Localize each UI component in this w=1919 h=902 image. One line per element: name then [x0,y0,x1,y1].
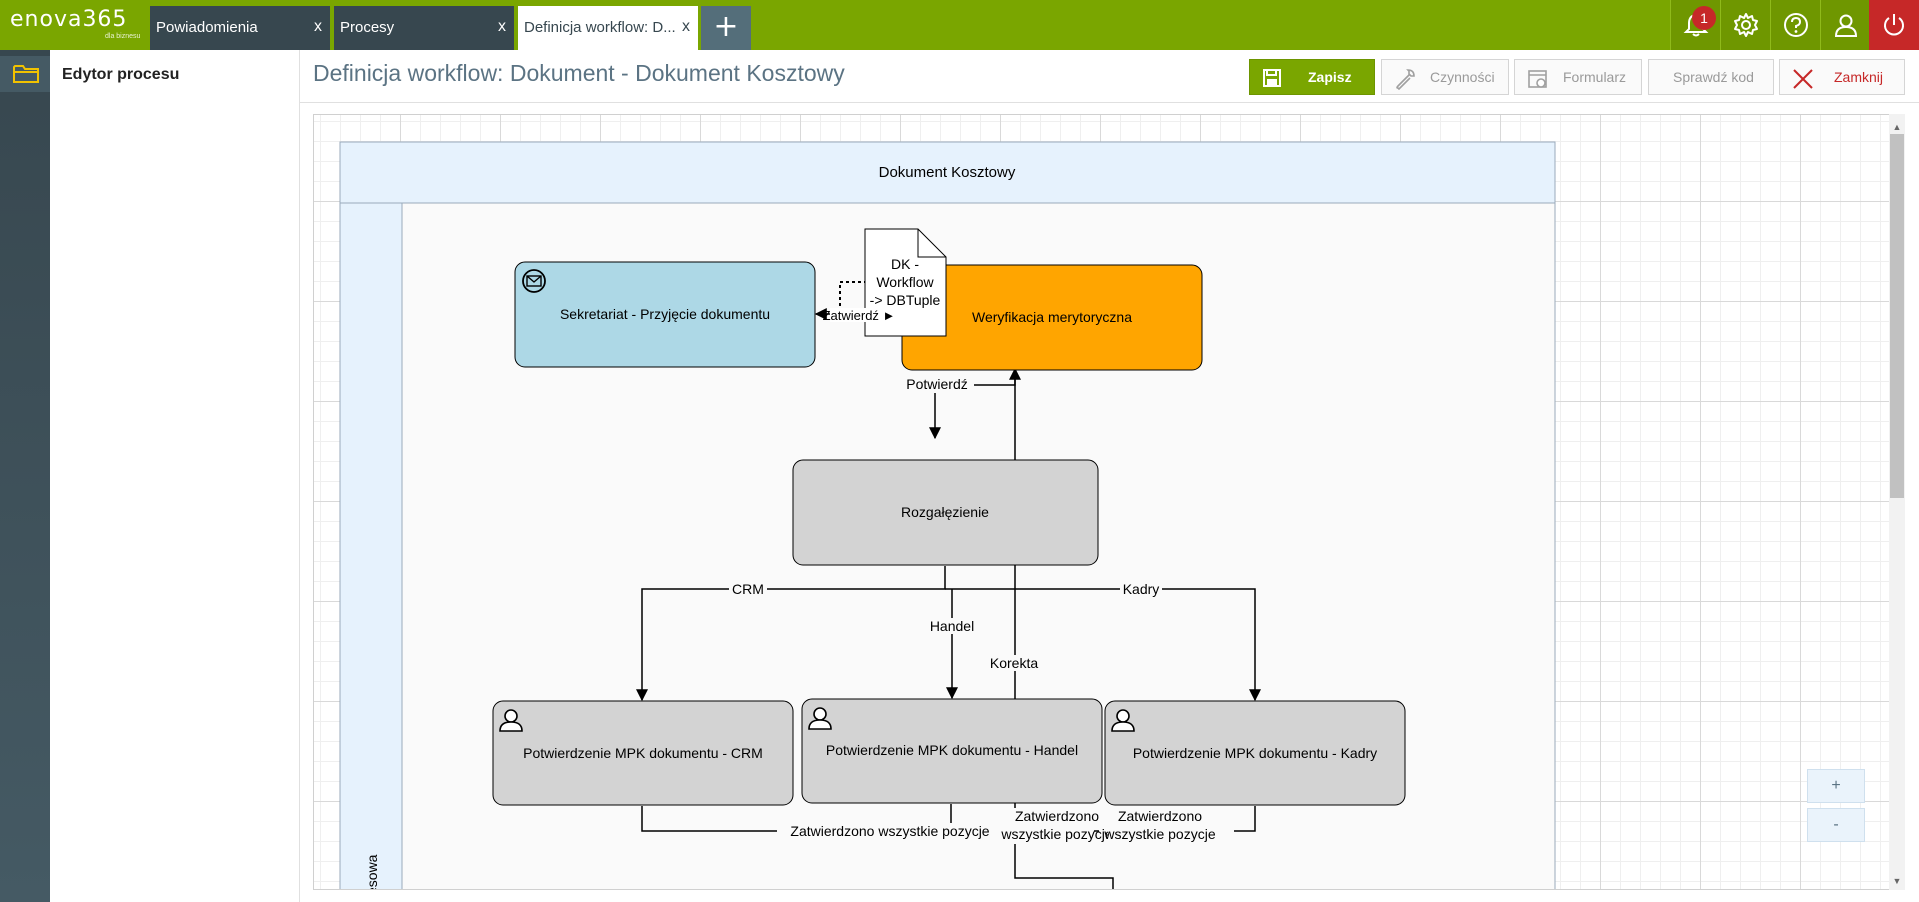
task-hr[interactable] [1104,700,1406,806]
note-line-1: DK - [891,256,919,272]
page-title: Definicja workflow: Dokument - Dokument … [313,60,845,86]
tab-close-button[interactable]: x [682,18,690,35]
lane-label: esowa [364,854,380,890]
notification-badge: 1 [1692,6,1716,30]
lane-header[interactable] [339,202,403,890]
form-button[interactable]: Formularz [1514,59,1642,95]
tab-close-button[interactable]: x [498,18,506,35]
check-code-label: Sprawdź kod [1673,69,1754,85]
task-secretariat-label: Sekretariat - Przyjęcie dokumentu [560,306,770,322]
approved-all-label: Zatwierdzono wszystkie pozycje [790,823,989,839]
power-icon [1884,14,1904,36]
settings-button[interactable] [1720,0,1770,50]
close-label: Zamknij [1834,69,1884,85]
tab-procesy[interactable]: Procesy x [334,6,514,50]
task-branch[interactable] [792,459,1099,566]
folder-icon [13,65,39,83]
note-line-3: -> DBTuple [870,292,941,308]
pool-header[interactable] [339,141,1556,204]
hr-label-bg [1120,581,1162,597]
trade-label-bg [928,618,976,634]
tab-label: Procesy [340,19,395,36]
confirm-label: Potwierdź [906,376,967,392]
floppy-disk-icon [1263,69,1281,87]
panel-title: Edytor procesu [62,66,180,83]
approved-hr-label-bg [1108,808,1234,844]
task-verification-label: Weryfikacja merytoryczna [972,309,1132,325]
user-profile-button[interactable] [1820,0,1870,50]
close-icon [1793,69,1813,89]
correction-label-bg [986,655,1042,671]
form-icon [1528,70,1547,88]
task-trade[interactable] [801,698,1103,804]
tab-label: Powiadomienia [156,19,258,36]
connector-crm[interactable] [636,566,946,702]
hr-label: Kadry [1123,581,1160,597]
approved-trade-label-bg [994,808,1094,844]
user-task-icon [1111,709,1135,732]
approve-label-bg [830,308,888,322]
top-bar: enova365 dla biznesu Powiadomienia x Pro… [0,0,1919,50]
logo-brand: enova365 [10,7,128,32]
close-button[interactable]: Zamknij [1779,59,1905,95]
folder-button[interactable] [0,56,50,92]
form-label: Formularz [1563,69,1627,85]
task-crm-label: Potwierdzenie MPK dokumentu - CRM [523,745,763,761]
task-crm[interactable] [492,700,794,806]
tab-definicja-workflow[interactable]: Definicja workflow: D... x [518,6,698,50]
data-object-fold [917,229,946,258]
approve-label: Zatwierdź ► [823,308,896,323]
association-dotted[interactable] [839,281,866,312]
gear-icon [1734,13,1758,37]
check-code-button[interactable]: Sprawdź kod [1648,59,1774,95]
pool-title: Dokument Kosztowy [879,164,1016,181]
note-line-2: Workflow [876,274,934,290]
logout-button[interactable] [1869,0,1919,50]
scroll-down-icon[interactable]: ▼ [1892,876,1902,886]
process-editor-panel: Edytor procesu [50,50,300,902]
task-secretariat[interactable] [514,261,816,368]
user-task-icon [808,707,832,730]
approved-all-label-bg [777,823,1003,839]
task-branch-label: Rozgałęzienie [901,504,989,520]
header-divider [300,102,1919,103]
logo-subtitle: dla biznesu [105,33,141,40]
tab-powiadomienia[interactable]: Powiadomienia x [150,6,330,50]
confirm-label-bg [904,377,974,393]
actions-button[interactable]: Czynności [1381,59,1509,95]
add-tab-button[interactable]: + [701,6,751,50]
scrollbar-thumb[interactable] [1890,134,1904,498]
zoom-out-button[interactable]: - [1807,808,1865,842]
workflow-diagram: Dokument Kosztowy esowa Sekretariat - Pr… [339,141,1556,890]
envelope-icon [522,269,546,293]
wrench-icon [1396,69,1415,90]
help-button[interactable] [1770,0,1820,50]
tab-label: Definicja workflow: D... [524,19,676,36]
left-navigation-strip [0,50,50,902]
crm-label: CRM [732,581,764,597]
approved-trade-label-line-2: wszystkie pozycje [1000,826,1112,842]
actions-label: Czynności [1430,69,1495,85]
enova-logo[interactable]: enova365 dla biznesu [10,7,145,43]
user-task-icon [499,709,523,732]
tab-close-button[interactable]: x [314,18,322,35]
task-hr-label: Potwierdzenie MPK dokumentu - Kadry [1133,745,1377,761]
help-icon [1784,13,1808,37]
zoom-in-button[interactable]: + [1807,769,1865,803]
workflow-canvas[interactable]: Dokument Kosztowy esowa Sekretariat - Pr… [313,114,1905,890]
approved-trade-label-line-1: Zatwierdzono [1015,808,1099,824]
connector-correction[interactable] [1014,369,1114,890]
approved-hr-label-line-2: wszystkie pozycje [1103,826,1215,842]
correction-label: Korekta [990,655,1038,671]
crm-label-bg [729,581,767,597]
save-button[interactable]: Zapisz [1249,59,1375,95]
user-icon [1834,14,1858,37]
scroll-up-icon[interactable]: ▲ [1892,122,1902,132]
save-label: Zapisz [1308,69,1352,85]
connector-hr[interactable] [945,588,1261,702]
trade-label: Handel [930,618,974,634]
approved-hr-label-line-1: Zatwierdzono [1118,808,1202,824]
task-trade-label: Potwierdzenie MPK dokumentu - Handel [826,742,1078,758]
